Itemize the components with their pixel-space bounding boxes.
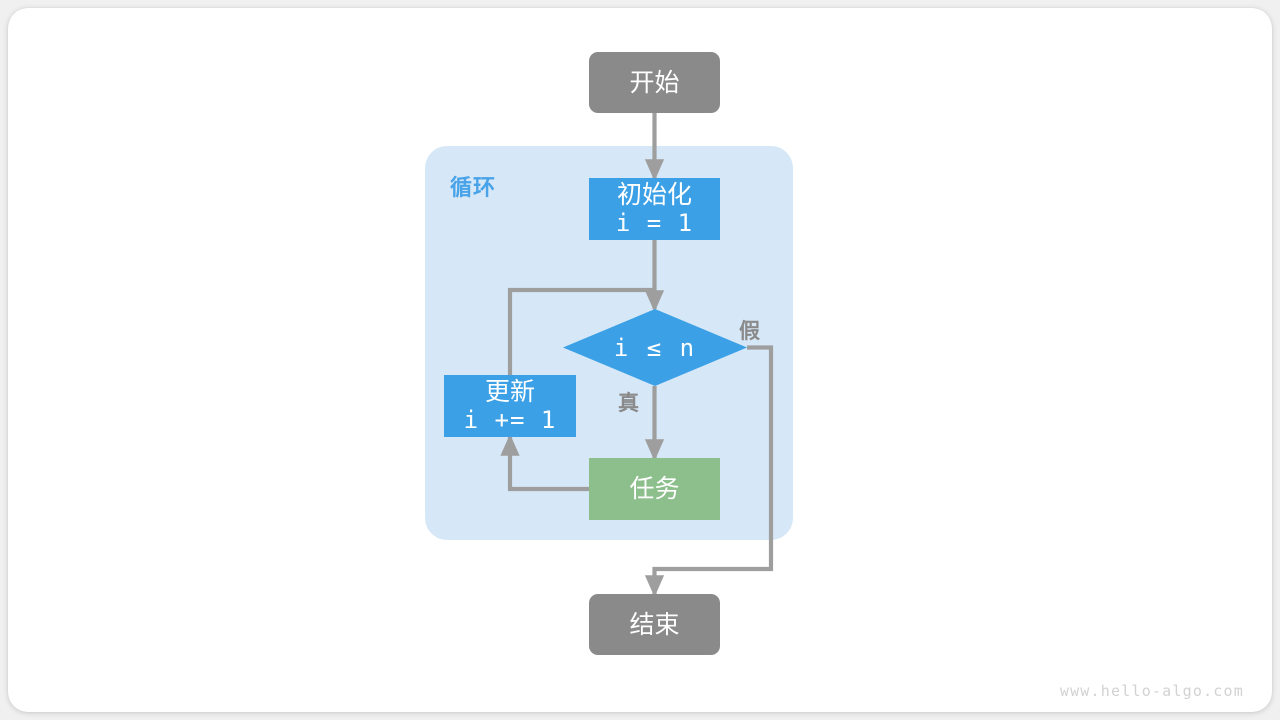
node-start-label: 开始	[629, 68, 680, 97]
node-start[interactable]: 开始	[589, 52, 720, 113]
edge-label-true: 真	[618, 392, 639, 415]
watermark: www.hello-algo.com	[1059, 682, 1244, 700]
node-update-expression: i += 1	[463, 406, 557, 435]
node-update-label: 更新	[484, 378, 535, 407]
node-init[interactable]: 初始化 i = 1	[589, 178, 720, 240]
edge-condition-to-end	[644, 345, 774, 598]
edge-update-to-condition	[507, 287, 655, 375]
edge-task-to-update	[500, 433, 589, 492]
node-init-label: 初始化	[616, 181, 692, 210]
loop-group-label: 循环	[450, 175, 497, 200]
edge-label-false: 假	[739, 320, 760, 343]
node-task-label: 任务	[629, 475, 680, 503]
node-end[interactable]: 结束	[589, 594, 720, 655]
node-update[interactable]: 更新 i += 1	[444, 375, 576, 437]
diamond-shape	[563, 309, 747, 386]
node-condition[interactable]: i ≤ n	[563, 309, 747, 386]
node-task[interactable]: 任务	[589, 458, 720, 520]
node-end-label: 结束	[629, 610, 680, 639]
node-condition-label: i ≤ n	[613, 333, 697, 362]
node-init-expression: i = 1	[615, 209, 694, 238]
